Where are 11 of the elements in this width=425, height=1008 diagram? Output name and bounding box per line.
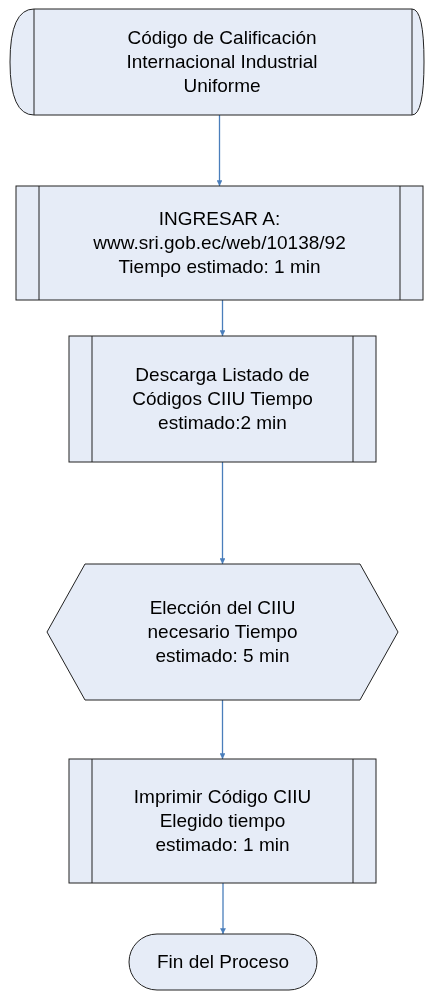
node-label: Imprimir Código CIIU Elegido tiempo estimado: 1 min [132, 785, 313, 857]
node-label: Elección del CIIU necesario Tiempo estimado: 5 min [146, 596, 299, 668]
node-label: INGRESAR A: www.sri.gob.ec/web/10138/92 Tiempo estimado: 1 min [92, 207, 347, 279]
arrow [220, 882, 226, 935]
arrow [219, 461, 226, 565]
node-label: Descarga Listado de Códigos CIIU Tiempo estimado:2 min [131, 363, 314, 435]
node-label: Fin del Proceso [157, 950, 289, 974]
arrow [216, 114, 223, 187]
node-label: Código de Calificación Internacional Industrial Uniforme [125, 26, 319, 98]
arrow [219, 299, 226, 337]
arrow [219, 699, 226, 760]
